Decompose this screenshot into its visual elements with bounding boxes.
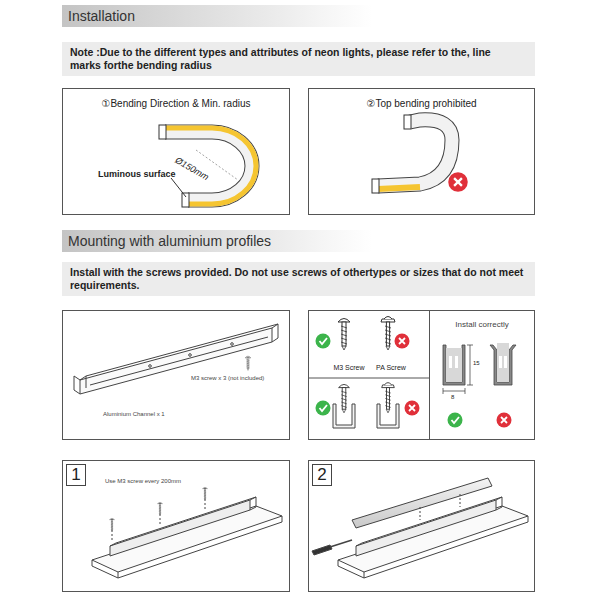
clip (333, 404, 399, 428)
illustration-part (165, 132, 252, 200)
illustration-part (455, 356, 458, 368)
illustration-part (110, 518, 115, 531)
panel-text: ②Top bending prohibited (313, 98, 530, 110)
illustration-part (420, 494, 460, 520)
illustration-part (448, 413, 463, 428)
profile-section (443, 343, 516, 394)
panel-text: Use M3 screw every 200mm (105, 478, 245, 485)
illustration-part (92, 506, 282, 572)
dimension-label: Ø150mm (173, 156, 210, 183)
illustration-part (245, 356, 250, 370)
illustration-part (159, 125, 166, 139)
illustration-part (316, 334, 331, 349)
illustration-part (330, 540, 352, 547)
dimension-label: 15 (473, 360, 480, 367)
board-step2 (312, 478, 528, 578)
panel-box: ②Top bending prohibited (308, 88, 535, 215)
illustration-part (497, 343, 509, 382)
divider (308, 378, 430, 379)
illustration-part (338, 319, 350, 351)
section-heading: Mounting with aluminium profiles (68, 233, 358, 250)
illustration-part (74, 376, 80, 394)
illustration-part (182, 193, 189, 207)
illustration-part (443, 345, 465, 385)
illustration-part (203, 487, 208, 500)
illustration-part (333, 404, 355, 428)
panel-box: ①Bending Direction & Min. radius (62, 88, 290, 215)
illustration-part (378, 120, 452, 186)
illustration-part (378, 187, 420, 189)
illustration-part (352, 478, 492, 528)
note-band: Note :Due to the different types and att… (62, 42, 535, 76)
dimension-label: 8 (451, 394, 454, 401)
illustration-part (339, 384, 350, 412)
illustration-part (80, 328, 272, 394)
illustration-part (171, 178, 186, 197)
illustration-part (381, 317, 395, 351)
illustration-part (378, 120, 452, 186)
illustration-part (316, 401, 331, 416)
illustration-part (446, 348, 462, 382)
step-number: 2 (312, 464, 332, 486)
illustration-part (448, 172, 468, 192)
section-band: Installation (62, 5, 372, 27)
step-number: 1 (66, 464, 86, 486)
panel-text: Install with the screws provided. Do not… (70, 266, 525, 291)
neon-bend-ok (159, 125, 256, 207)
illustration-part (467, 345, 473, 385)
note-band: Install with the screws provided. Do not… (62, 262, 535, 296)
illustration-part (377, 404, 399, 428)
illustration-part (110, 500, 250, 556)
illustration-part (149, 365, 152, 368)
panel-text: M3 Screw (329, 364, 369, 372)
illustration-part (405, 401, 420, 416)
section-heading: Installation (68, 8, 358, 25)
panel-box: 1Use M3 screw every 200mm (62, 460, 290, 592)
panel-text: M3 screw x 3 (not included) (191, 375, 286, 382)
board-step1 (92, 497, 282, 578)
illustration-part (395, 334, 410, 349)
section-band: Mounting with aluminium profiles (62, 230, 372, 252)
panel-text: Aluminium Channel x 1 (103, 411, 213, 418)
illustration-part (165, 128, 256, 204)
illustration-part (80, 324, 278, 380)
panel-text: Note :Due to the different types and att… (70, 46, 510, 71)
illustration-part (504, 356, 507, 368)
aluminium-channel (74, 324, 278, 394)
illustration-part (312, 545, 332, 555)
illustration-part (372, 179, 379, 193)
panel-box: M3 screw x 3 (not included) Aluminium Cha… (62, 310, 290, 440)
illustration-part (499, 356, 502, 368)
panel-box: M3 ScrewPA Screw (308, 310, 430, 440)
panel-text: PA Screw (371, 364, 411, 372)
illustration-part (158, 502, 163, 515)
illustration-part (165, 132, 252, 200)
illustration-part (110, 497, 256, 546)
illustration-part (189, 354, 192, 357)
illustration-part (112, 499, 205, 542)
illustration-part (356, 500, 496, 556)
panel-box: 2 (308, 460, 535, 592)
illustration-part (404, 115, 411, 129)
dimension-label: Luminous surface (98, 170, 176, 180)
illustration-part (443, 388, 465, 394)
panel-text: Install correctly (432, 320, 532, 330)
neon-bend-wrong (372, 115, 468, 193)
illustration-part (382, 383, 395, 413)
panel-box: Install correctly (430, 310, 535, 440)
illustration-part (231, 343, 234, 346)
illustration-part (449, 356, 452, 368)
panel-text: ①Bending Direction & Min. radius (67, 98, 285, 110)
illustration-part (497, 413, 512, 428)
